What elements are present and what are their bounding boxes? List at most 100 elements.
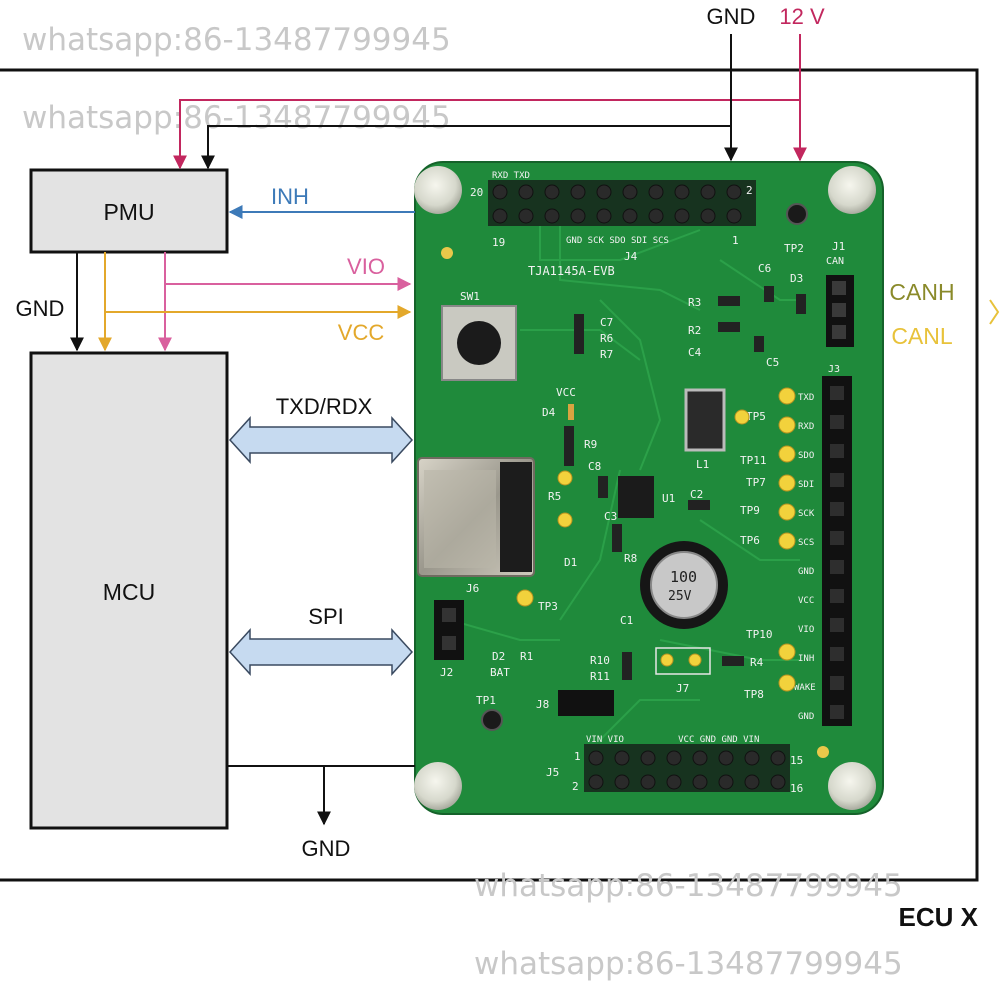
j7-label: J7: [676, 682, 689, 695]
passive-label: R9: [584, 438, 597, 451]
tp-label: TP10: [746, 628, 773, 641]
passive-label: D4: [542, 406, 556, 419]
pin20-label: 20: [470, 186, 483, 199]
j5-header-pins-label: VIN VIO VCC GND GND VIN: [586, 735, 759, 745]
bat-label: BAT: [490, 666, 510, 679]
j3-header: [822, 376, 852, 726]
test-points-column: [778, 387, 796, 692]
j4-rx-tx-label: RXD TXD: [492, 171, 530, 181]
c1-capacitor: [640, 541, 728, 629]
j3-pin-labels: TXD RXD SDO SDI SCK SCS GND VCC VIO INH …: [794, 393, 816, 722]
j6-label: J6: [466, 582, 479, 595]
c1-value-label: 100: [670, 568, 697, 586]
standoff-top-left: [414, 166, 462, 214]
j8-jumper: [558, 690, 614, 716]
pin2-bottom-label: 2: [572, 780, 579, 793]
passive-label: R5: [548, 490, 561, 503]
vcc-pcb-label: VCC: [556, 386, 576, 399]
spi-label: SPI: [308, 604, 343, 629]
j4-header-pins-label: GND SCK SDO SDI SCS: [566, 236, 669, 246]
tp-label: TP11: [740, 454, 767, 467]
tp2-post: [786, 203, 808, 225]
passive-label: C5: [766, 356, 779, 369]
passive-label: C7: [600, 316, 613, 329]
j2-label: J2: [440, 666, 453, 679]
tp1-post: [481, 709, 503, 731]
pmu-block: [29, 168, 229, 254]
passive-label: R2: [688, 324, 701, 337]
board-name: TJA1145A-EVB: [528, 264, 615, 278]
watermark-bottom-2: whatsapp:86-13487799945: [474, 946, 903, 982]
watermark-top-2: whatsapp:86-13487799945: [22, 100, 451, 136]
pin1-bottom-label: 1: [574, 750, 581, 763]
watermark-bottom-1: whatsapp:86-13487799945: [474, 868, 903, 904]
txd-rxd-bus-arrow: [228, 416, 414, 464]
j1-can-connector: [826, 275, 854, 347]
l1-inductor: [684, 388, 726, 452]
mcu-block: [29, 351, 229, 830]
passive-label: R7: [600, 348, 613, 361]
gnd-bottom-label: GND: [302, 836, 351, 861]
vio-label: VIO: [347, 254, 385, 279]
tp-label: TP6: [740, 534, 760, 547]
j4-label: J4: [624, 250, 638, 263]
d1-label: D1: [564, 556, 577, 569]
j7-connector: [655, 647, 711, 675]
standoff-bottom-right: [828, 762, 876, 810]
j3-pin-label: SCS: [798, 538, 814, 548]
j5-label: J5: [546, 766, 559, 779]
j3-pin-label: SDI: [798, 480, 814, 490]
standoff-bottom-left: [414, 762, 462, 810]
vcc-label: VCC: [338, 320, 385, 345]
passive-label: R3: [688, 296, 701, 309]
j3-pin-label: INH: [798, 654, 814, 664]
j6-connector: [417, 457, 535, 577]
can-bus-stub: [989, 299, 1000, 325]
passive-label: D3: [790, 272, 803, 285]
ecu-name: ECU X: [899, 902, 979, 932]
u1-label: U1: [662, 492, 675, 505]
j3-pin-label: SDO: [798, 451, 814, 461]
watermark-top-1: whatsapp:86-13487799945: [22, 22, 451, 58]
top-gnd-label: GND: [707, 4, 756, 29]
inh-label: INH: [271, 184, 309, 209]
j3-pin-label: TXD: [798, 393, 814, 403]
gold-test-pads: [516, 409, 750, 667]
passive-label: C3: [604, 510, 617, 523]
supply-12v-line-to-pmu: [173, 99, 800, 170]
j3-pin-label: WAKE: [794, 683, 816, 693]
d2-label: D2: [492, 650, 505, 663]
tp-label: TP8: [744, 688, 764, 701]
can-label: CAN: [826, 256, 844, 267]
l1-label: L1: [696, 458, 709, 471]
top-12v-label: 12 V: [779, 4, 825, 29]
passive-label: R10: [590, 654, 610, 667]
pin15-label: 15: [790, 754, 803, 767]
passive-label: R8: [624, 552, 637, 565]
c1-voltage-label: 25V: [668, 589, 692, 604]
txd-rxd-label: TXD/RDX: [276, 394, 373, 419]
passive-label: R6: [600, 332, 613, 345]
j3-pin-label: GND: [798, 712, 814, 722]
tp-label: TP5: [746, 410, 766, 423]
standoff-top-right: [828, 166, 876, 214]
j3-pin-label: SCK: [798, 509, 815, 519]
pin16-label: 16: [790, 782, 803, 795]
j2-jumper: [434, 600, 464, 660]
c1-label: C1: [620, 614, 633, 627]
pin19-label: 19: [492, 236, 505, 249]
evaluation-board: RXD TXD 20 19 2 1 GND SCK SDO SDI SCS J4…: [414, 161, 884, 815]
gold-pad-bottom: [817, 746, 829, 758]
canh-label: CANH: [889, 279, 954, 305]
passive-label: C4: [688, 346, 702, 359]
passive-label: R1: [520, 650, 533, 663]
pin1-top-label: 1: [732, 234, 739, 247]
passive-label: C8: [588, 460, 601, 473]
pin2-top-label: 2: [746, 184, 753, 197]
tp-label: TP9: [740, 504, 760, 517]
passive-label: C2: [690, 488, 703, 501]
gold-pad-top: [441, 247, 453, 259]
tp1-label: TP1: [476, 694, 496, 707]
j5-header: [584, 744, 790, 792]
